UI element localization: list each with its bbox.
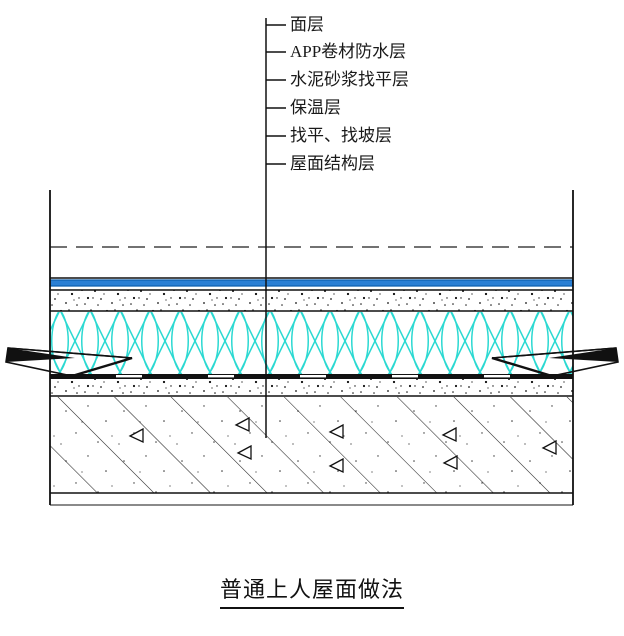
callout-label-surface: 面层 bbox=[290, 15, 324, 34]
callout-leader bbox=[265, 18, 286, 438]
callout-label-insulation: 保温层 bbox=[290, 98, 341, 117]
layer-cement-mortar-leveling bbox=[50, 290, 573, 311]
layer-roof-structure bbox=[50, 397, 573, 493]
drawing-title-text: 普通上人屋面做法 bbox=[219, 572, 404, 609]
concrete-aggregate-triangles bbox=[128, 416, 557, 474]
callout-label-cement-mortar-leveling: 水泥砂浆找平层 bbox=[290, 70, 409, 89]
callout-label-roof-structure: 屋面结构层 bbox=[290, 154, 375, 173]
layer-waterproof-membrane bbox=[50, 280, 573, 286]
black-band-gaps bbox=[116, 375, 510, 378]
drawing-title: 普通上人屋面做法 bbox=[0, 572, 624, 609]
break-mark-right bbox=[491, 347, 619, 378]
callout-label-leveling-slope: 找平、找坡层 bbox=[290, 126, 392, 145]
layer-surface bbox=[50, 190, 573, 278]
layer-insulation bbox=[50, 312, 573, 374]
callout-label-waterproof: APP卷材防水层 bbox=[290, 42, 407, 61]
break-mark-left bbox=[5, 347, 133, 378]
section-body bbox=[49, 190, 574, 506]
layer-leveling-slope bbox=[50, 379, 573, 396]
